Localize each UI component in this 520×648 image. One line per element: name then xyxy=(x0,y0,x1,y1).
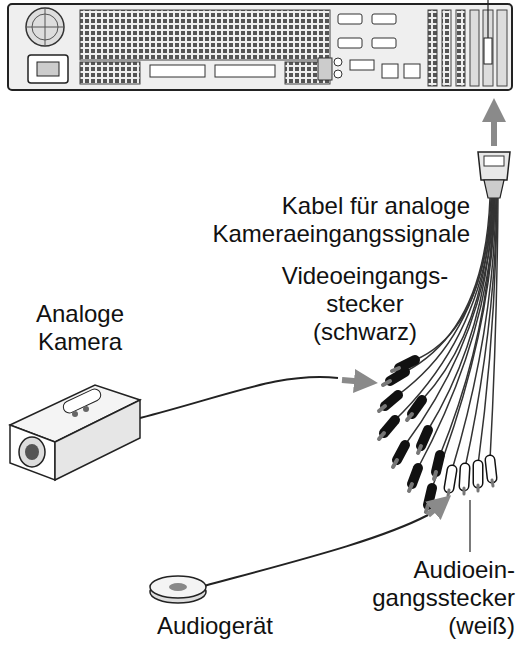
camera-label: Analoge Kamera xyxy=(5,300,155,356)
video-plug-label: Videoeingangs- stecker (schwarz) xyxy=(275,262,455,346)
video-plugs xyxy=(379,360,440,512)
cable-connector xyxy=(478,152,510,198)
audio-plugs xyxy=(448,460,493,496)
pc-rear-panel xyxy=(8,0,512,90)
cable-label: Kabel für analoge Kameraeingangssignale xyxy=(170,192,470,248)
leader-line xyxy=(469,500,470,552)
insert-arrow xyxy=(491,110,497,146)
analog-camera xyxy=(10,377,366,480)
audio-plug-label: Audioein- gangsstecker (weiß) xyxy=(315,556,515,640)
audio-device-label: Audiogerät xyxy=(120,612,310,640)
